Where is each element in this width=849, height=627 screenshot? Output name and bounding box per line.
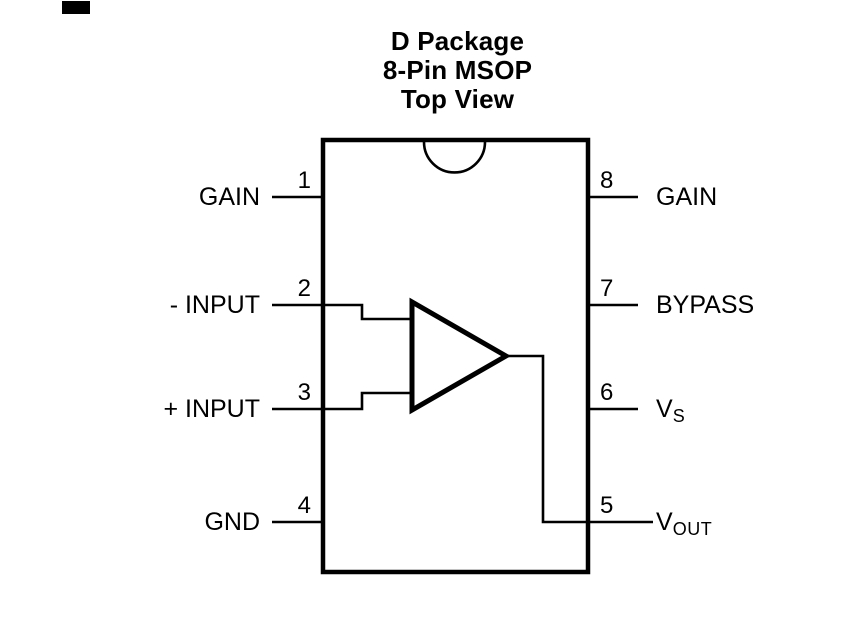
pin-5-label-sub: OUT [672, 519, 713, 539]
pin-5-label-text: V [656, 508, 673, 536]
pin-7-label: BYPASS [656, 290, 754, 322]
pin-8-label: GAIN [656, 182, 717, 214]
title-view: Top View [400, 84, 515, 114]
pin-3-lead-trace [272, 391, 410, 411]
pin-5-label: VOUT [656, 507, 712, 539]
diagram-title: D Package 8-Pin MSOP Top View [300, 27, 615, 114]
pin-1-label: GAIN [198, 183, 260, 211]
pin-2-number: 2 [297, 275, 311, 302]
pin-6-number: 6 [600, 379, 614, 406]
pin-4-label: GND [204, 508, 260, 536]
pin-6-label: VS [656, 394, 685, 426]
opamp-triangle-icon [409, 297, 512, 415]
title-pincount: 8-Pin MSOP [382, 55, 533, 85]
pin-8-label-text: GAIN [656, 183, 718, 211]
pin-6-label-text: V [656, 395, 673, 423]
pin-3-label: + INPUT [163, 395, 260, 423]
pin-7-number: 7 [600, 275, 614, 302]
pin-7-label-text: BYPASS [656, 291, 755, 319]
pin-8-number: 8 [600, 167, 614, 194]
title-package: D Package [390, 26, 525, 56]
pin-6-label-sub: S [672, 406, 686, 426]
pin-2-label: - INPUT [169, 291, 260, 319]
pin-3-number: 3 [297, 379, 311, 406]
pin-1-number: 1 [297, 167, 311, 194]
pin-4-number: 4 [297, 492, 311, 519]
corner-mark [62, 1, 90, 14]
pin-5-number: 5 [600, 492, 614, 519]
notch-semicircle-icon [422, 141, 487, 174]
pin-5-output-trace [505, 354, 653, 524]
pin-2-lead-trace [272, 303, 410, 321]
